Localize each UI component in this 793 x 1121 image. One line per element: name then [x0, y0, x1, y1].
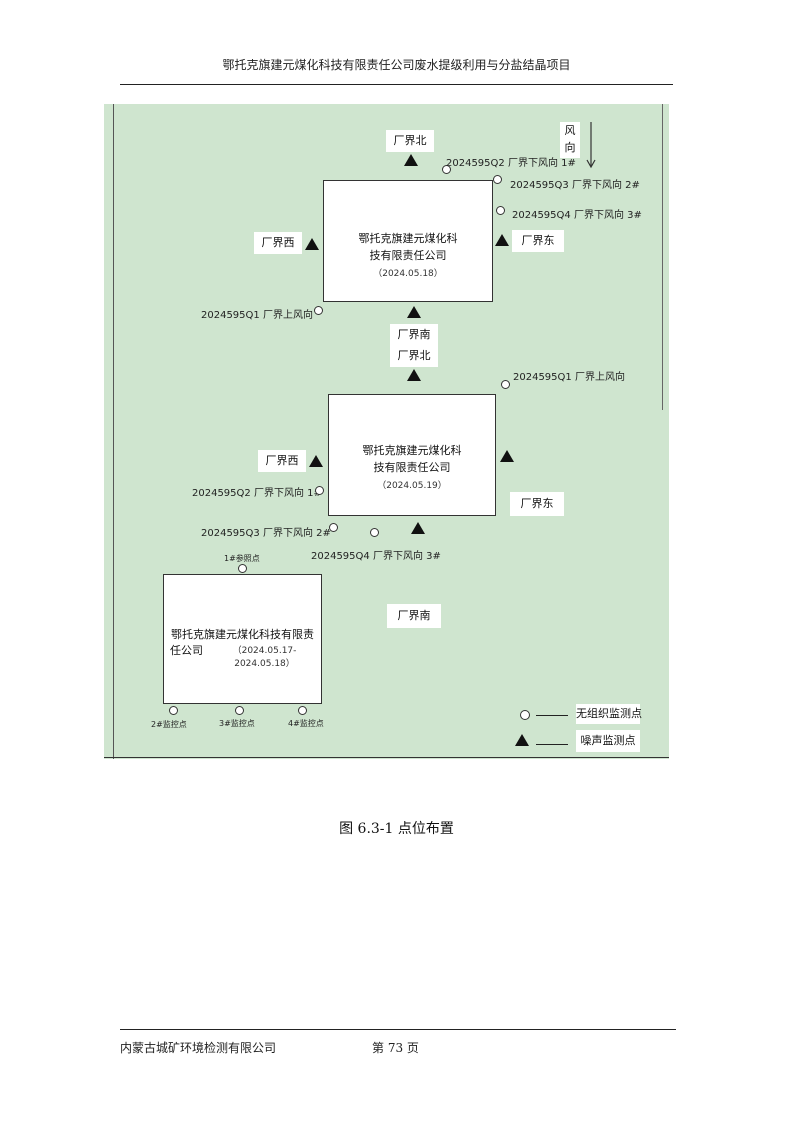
noise-point-east-2: [500, 450, 514, 462]
air-point-q3-label-1: 2024595Q3 厂界下风向 2#: [510, 180, 640, 191]
air-point-q4-label-1: 2024595Q4 厂界下风向 3#: [512, 210, 642, 221]
noise-point-north-2: [407, 369, 421, 381]
header-rule: [120, 84, 673, 85]
air-point-q1-label-2: 2024595Q1 厂界上风向: [513, 372, 625, 383]
air-point-q2-1: [442, 165, 451, 174]
boundary-north-label-1: 厂界北: [386, 130, 434, 152]
boundary-south-label-1: 厂界南: [390, 324, 438, 346]
monitor-point-2-label: 2#监控点: [151, 720, 187, 729]
air-point-q1-2: [501, 380, 510, 389]
legend-circle-line: [536, 715, 568, 716]
legend-noise-point-label: 噪声监测点: [576, 730, 640, 752]
noise-point-east-1: [495, 234, 509, 246]
air-point-q2-label-2: 2024595Q2 厂界下风向 1#: [192, 488, 322, 499]
air-point-q2-2: [315, 486, 324, 495]
wind-arrow-icon: [586, 122, 596, 169]
air-point-q3-1: [493, 175, 502, 184]
wind-direction-label: 风向: [560, 122, 580, 158]
figure-caption: 图 6.3-1 点位布置: [339, 821, 454, 837]
reference-point-label: 1#参照点: [224, 554, 260, 563]
air-point-q4-label-2: 2024595Q4 厂界下风向 3#: [311, 551, 441, 562]
noise-point-north-1: [404, 154, 418, 166]
monitor-point-3-label: 3#监控点: [219, 719, 255, 728]
site-box-3: 鄂托克旗建元煤化科技有限责 任公司 （2024.05.17-2024.05.18…: [163, 574, 322, 704]
figure-left-line: [113, 104, 114, 759]
legend-circle-icon: [520, 710, 530, 720]
monitor-point-4-label: 4#监控点: [288, 719, 324, 728]
monitoring-point-layout-figure: 风向 厂界北 2024595Q2 厂界下风向 1# 2024595Q3 厂界下风…: [104, 104, 669, 759]
figure-right-line: [662, 104, 663, 410]
air-point-q1-1: [314, 306, 323, 315]
legend-air-point-label: 无组织监测点: [576, 704, 642, 724]
air-point-q4-2: [370, 528, 379, 537]
air-point-q2-label-1: 2024595Q2 厂界下风向 1#: [446, 158, 576, 169]
page-header-title: 鄂托克旗建元煤化科技有限责任公司废水提级利用与分盐结晶项目: [222, 58, 571, 72]
footer-page-number: 第 73 页: [372, 1041, 419, 1055]
boundary-east-label-2: 厂界东: [510, 492, 564, 516]
footer-rule: [120, 1029, 676, 1030]
noise-point-west-1: [305, 238, 319, 250]
monitor-point-4: [298, 706, 307, 715]
legend-triangle-line: [536, 744, 568, 745]
boundary-west-label-1: 厂界西: [254, 232, 302, 254]
boundary-east-label-1: 厂界东: [512, 230, 564, 252]
figure-bottom-line: [104, 757, 669, 758]
footer-company: 内蒙古城矿环境检测有限公司: [120, 1041, 277, 1055]
monitor-point-3: [235, 706, 244, 715]
boundary-north-label-2: 厂界北: [390, 345, 438, 367]
monitor-point-2: [169, 706, 178, 715]
reference-point: [238, 564, 247, 573]
noise-point-south-1: [407, 306, 421, 318]
noise-point-south-2: [411, 522, 425, 534]
air-point-q1-label-1: 2024595Q1 厂界上风向: [201, 310, 313, 321]
site-box-1: 鄂托克旗建元煤化科 技有限责任公司 （2024.05.18）: [323, 180, 493, 302]
noise-point-west-2: [309, 455, 323, 467]
site-box-2: 鄂托克旗建元煤化科 技有限责任公司 （2024.05.19）: [328, 394, 496, 516]
air-point-q3-label-2: 2024595Q3 厂界下风向 2#: [201, 528, 331, 539]
legend-triangle-icon: [515, 734, 529, 746]
air-point-q4-1: [496, 206, 505, 215]
boundary-west-label-2: 厂界西: [258, 450, 306, 472]
air-point-q3-2: [329, 523, 338, 532]
boundary-south-label-2: 厂界南: [387, 604, 441, 628]
